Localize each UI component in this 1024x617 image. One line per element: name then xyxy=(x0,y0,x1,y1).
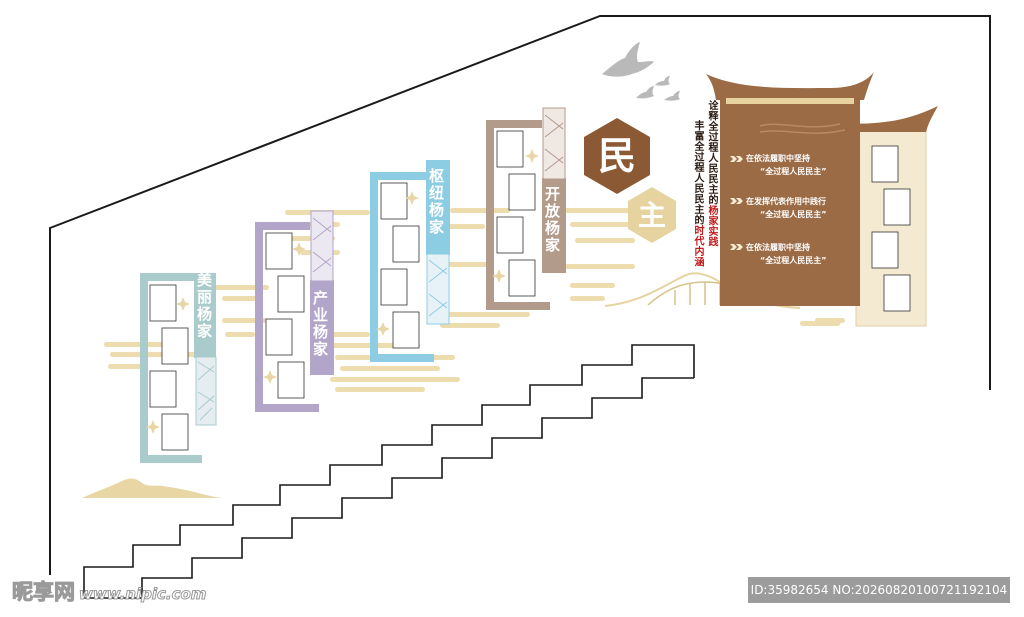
bird-icon xyxy=(664,91,680,101)
slogan-line-2-prefix: 丰富全过程人民民主的 xyxy=(692,120,703,225)
board-item-3-line1: 在依法履职中坚持 xyxy=(746,243,810,252)
slogan-line-1-highlight: 杨家实践 xyxy=(706,205,717,247)
board-item-1-line1: 在依法履职中坚持 xyxy=(746,154,810,163)
frame-label-4: 开放杨家 xyxy=(543,186,561,254)
stair-outline xyxy=(83,344,695,599)
wall-outline xyxy=(49,15,991,575)
frame-label-1: 美丽杨家 xyxy=(195,272,213,340)
frame-label-3: 枢纽杨家 xyxy=(427,168,445,236)
watermark-brand-name: 昵享网 xyxy=(12,580,76,605)
bird-icon xyxy=(636,86,654,99)
bird-icon xyxy=(602,42,654,77)
cloud-bands xyxy=(104,208,900,392)
badge-char-zhu: 主 xyxy=(637,199,666,232)
pavilion-building xyxy=(706,72,938,327)
badge-char-min: 民 xyxy=(597,133,636,178)
board-item-3-line2: “全过程人民民主” xyxy=(760,256,827,265)
mountain-shape xyxy=(82,478,222,498)
photo-frame-3 xyxy=(370,160,450,362)
board-item-2-line2: “全过程人民民主” xyxy=(760,210,827,219)
photo-frame-2 xyxy=(255,210,334,412)
board-item-2-line1: 在发挥代表作用中践行 xyxy=(746,197,826,206)
bird-icon xyxy=(655,76,670,86)
frame-label-2: 产业杨家 xyxy=(311,290,329,358)
watermark-id: ID:35982654 NO:20260820100721192104 xyxy=(748,577,1010,603)
birds xyxy=(602,42,680,101)
badge-hexagon-dark xyxy=(584,118,650,194)
slogan-line-1: 诠释全过程人民民主的杨家实践 xyxy=(706,100,717,247)
photo-frame-1 xyxy=(140,273,217,463)
board-item-1-line2: “全过程人民民主” xyxy=(760,167,827,176)
photo-frame-4 xyxy=(486,107,566,310)
badge-hexagon-light xyxy=(628,187,676,243)
slogan-line-2-highlight: 时代内涵 xyxy=(692,225,703,267)
watermark-url: www.nipic.com xyxy=(78,585,207,604)
slogan-line-2: 丰富全过程人民民主的时代内涵 xyxy=(692,120,703,267)
slogan-line-1-prefix: 诠释全过程人民民主的 xyxy=(706,100,717,205)
